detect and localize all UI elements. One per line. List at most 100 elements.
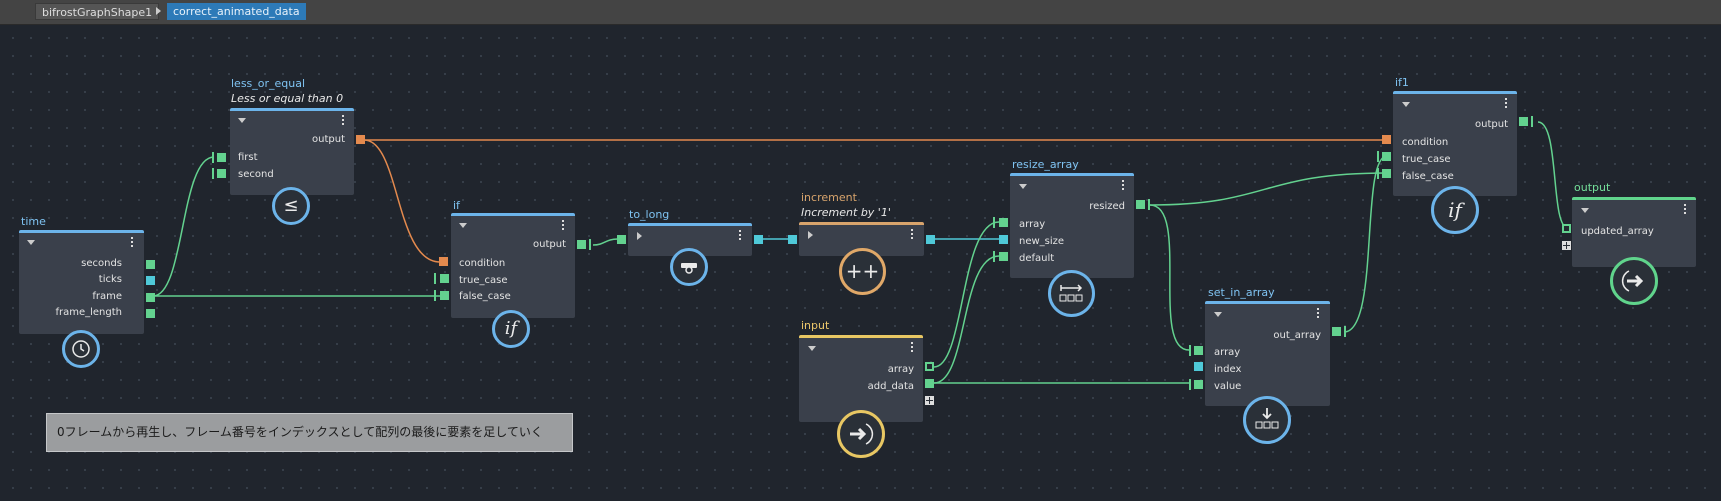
node-title-less-or-equal: less_or_equal bbox=[231, 77, 306, 90]
port-true-case[interactable] bbox=[1382, 152, 1391, 161]
node-title-set-in-array: set_in_array bbox=[1208, 286, 1275, 299]
port-array[interactable] bbox=[999, 218, 1008, 227]
node-output[interactable]: updated_array bbox=[1572, 197, 1696, 267]
port-second-bar bbox=[212, 168, 214, 179]
port-first[interactable] bbox=[217, 153, 226, 162]
port-array[interactable] bbox=[1194, 346, 1203, 355]
add-port-icon[interactable] bbox=[925, 396, 934, 405]
port-label-index: index bbox=[1214, 364, 1242, 375]
port-output[interactable] bbox=[356, 135, 365, 144]
port-second[interactable] bbox=[217, 169, 226, 178]
node-time[interactable]: seconds ticks frame frame_length bbox=[19, 230, 155, 334]
port-updated-array[interactable] bbox=[1562, 224, 1571, 233]
port-label-false-case: false_case bbox=[1402, 171, 1454, 182]
port-label-value: value bbox=[1214, 381, 1242, 392]
port-label-condition: condition bbox=[1402, 137, 1449, 148]
port-output[interactable] bbox=[577, 240, 586, 249]
port-index[interactable] bbox=[1194, 362, 1203, 371]
port-label-frame-length: frame_length bbox=[55, 307, 122, 318]
input-arrow-icon bbox=[837, 410, 885, 458]
node-menu-icon[interactable] bbox=[562, 220, 565, 232]
port-seconds[interactable] bbox=[146, 260, 155, 269]
wire-adddata-to-default bbox=[933, 255, 1000, 384]
port-frame[interactable] bbox=[146, 293, 155, 302]
collapse-icon[interactable] bbox=[637, 232, 642, 240]
collapse-icon[interactable] bbox=[27, 240, 35, 245]
node-set-in-array[interactable]: out_array array index value bbox=[1205, 301, 1330, 406]
node-menu-icon[interactable] bbox=[342, 115, 345, 127]
port-condition[interactable] bbox=[1382, 135, 1391, 144]
node-title-if: if bbox=[453, 199, 460, 212]
collapse-icon[interactable] bbox=[1214, 312, 1222, 317]
node-menu-icon[interactable] bbox=[1505, 98, 1508, 110]
add-port-icon[interactable] bbox=[1562, 241, 1571, 250]
node-resize-array[interactable]: resized array new_size default bbox=[1010, 173, 1134, 278]
port-first-bar bbox=[212, 152, 214, 163]
port-label-frame: frame bbox=[92, 291, 122, 302]
port-true-case-bar bbox=[434, 273, 436, 284]
port-value-bar bbox=[1189, 379, 1191, 390]
node-menu-icon[interactable] bbox=[911, 342, 914, 354]
port-array[interactable] bbox=[925, 362, 934, 371]
port-output[interactable] bbox=[926, 235, 935, 244]
collapse-icon[interactable] bbox=[808, 231, 813, 239]
port-label-true-case: true_case bbox=[1402, 154, 1451, 165]
port-false-case[interactable] bbox=[440, 291, 449, 300]
if-icon: if bbox=[492, 310, 530, 348]
collapse-icon[interactable] bbox=[459, 223, 467, 228]
port-label-updated-array: updated_array bbox=[1581, 226, 1654, 237]
node-if1[interactable]: output condition true_case false_case bbox=[1393, 91, 1517, 196]
port-new-size[interactable] bbox=[999, 235, 1008, 244]
port-input[interactable] bbox=[617, 235, 626, 244]
port-add-data[interactable] bbox=[925, 379, 934, 388]
node-to-long[interactable] bbox=[628, 223, 752, 256]
node-if[interactable]: output condition true_case false_case bbox=[451, 213, 575, 318]
resize-array-icon bbox=[1048, 270, 1095, 317]
collapse-icon[interactable] bbox=[1581, 208, 1589, 213]
port-condition[interactable] bbox=[439, 257, 448, 266]
node-title-resize-array: resize_array bbox=[1012, 158, 1079, 171]
collapse-icon[interactable] bbox=[1019, 184, 1027, 189]
port-true-case[interactable] bbox=[440, 274, 449, 283]
port-input[interactable] bbox=[788, 235, 797, 244]
node-menu-icon[interactable] bbox=[1684, 204, 1687, 216]
convert-icon bbox=[670, 248, 708, 286]
node-title-time: time bbox=[21, 215, 46, 228]
node-title-output: output bbox=[1574, 181, 1611, 194]
collapse-icon[interactable] bbox=[238, 118, 246, 123]
node-menu-icon[interactable] bbox=[1317, 308, 1320, 320]
node-menu-icon[interactable] bbox=[739, 230, 742, 242]
collapse-icon[interactable] bbox=[808, 346, 816, 351]
node-menu-icon[interactable] bbox=[131, 237, 134, 249]
if-glyph: if bbox=[1448, 198, 1462, 222]
port-value[interactable] bbox=[1194, 380, 1203, 389]
wire-input-to-resize-array bbox=[933, 221, 1000, 368]
collapse-icon[interactable] bbox=[1402, 102, 1410, 107]
port-default[interactable] bbox=[999, 252, 1008, 261]
port-true-case-bar bbox=[1377, 151, 1379, 162]
port-false-case-bar bbox=[434, 290, 436, 301]
port-false-case[interactable] bbox=[1382, 169, 1391, 178]
port-ticks[interactable] bbox=[146, 276, 155, 285]
node-menu-icon[interactable] bbox=[1122, 180, 1125, 192]
port-array-bar bbox=[1189, 345, 1191, 356]
breadcrumb-current[interactable]: correct_animated_data bbox=[167, 3, 306, 20]
port-output[interactable] bbox=[1519, 117, 1528, 126]
node-subtitle-less-or-equal: Less or equal than 0 bbox=[231, 92, 344, 105]
node-menu-icon[interactable] bbox=[911, 229, 914, 241]
port-resized[interactable] bbox=[1136, 200, 1145, 209]
increment-glyph: ++ bbox=[845, 259, 880, 283]
node-less-or-equal[interactable]: output first second bbox=[230, 108, 354, 195]
port-frame-length[interactable] bbox=[146, 309, 155, 318]
port-label-second: second bbox=[238, 169, 274, 180]
port-label-default: default bbox=[1019, 253, 1055, 264]
port-false-case-bar bbox=[1377, 168, 1379, 179]
port-label-true-case: true_case bbox=[459, 275, 508, 286]
comment-note[interactable]: 0フレームから再生し、フレーム番号をインデックスとして配列の最後に要素を足してい… bbox=[46, 413, 573, 452]
node-input[interactable]: array add_data bbox=[799, 335, 923, 422]
breadcrumb-root[interactable]: bifrostGraphShape1 bbox=[35, 3, 160, 20]
port-out-array[interactable] bbox=[1332, 327, 1341, 336]
port-output[interactable] bbox=[754, 235, 763, 244]
node-title-if1: if1 bbox=[1395, 76, 1409, 89]
